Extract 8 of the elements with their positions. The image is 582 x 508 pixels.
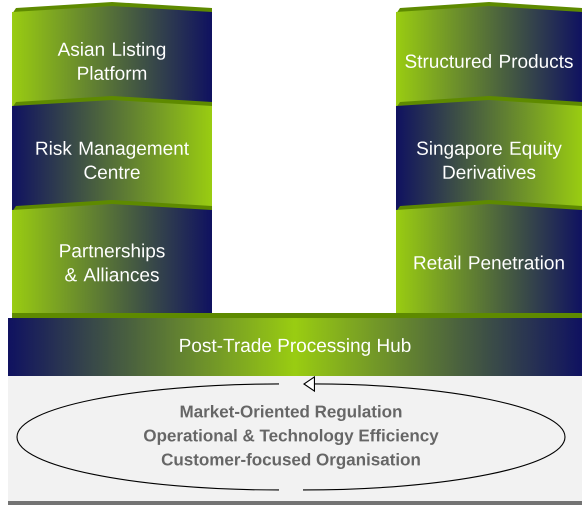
stack-block: Retail Penetration — [396, 200, 582, 313]
stack-block: Structured Products — [396, 2, 582, 108]
stack-block: Asian Listing Platform — [12, 2, 212, 108]
focus-text: Market-Oriented Regulation Operational & Technology Efficiency Customer-focused Organisation — [144, 405, 439, 469]
hub-band: Post-Trade Processing Hub — [8, 312, 582, 376]
stack-block: Singapore Equity Derivatives — [396, 96, 582, 212]
stack-block: Partnerships & Alliances — [12, 200, 212, 313]
stack-block: Risk Management Centre — [12, 96, 212, 212]
